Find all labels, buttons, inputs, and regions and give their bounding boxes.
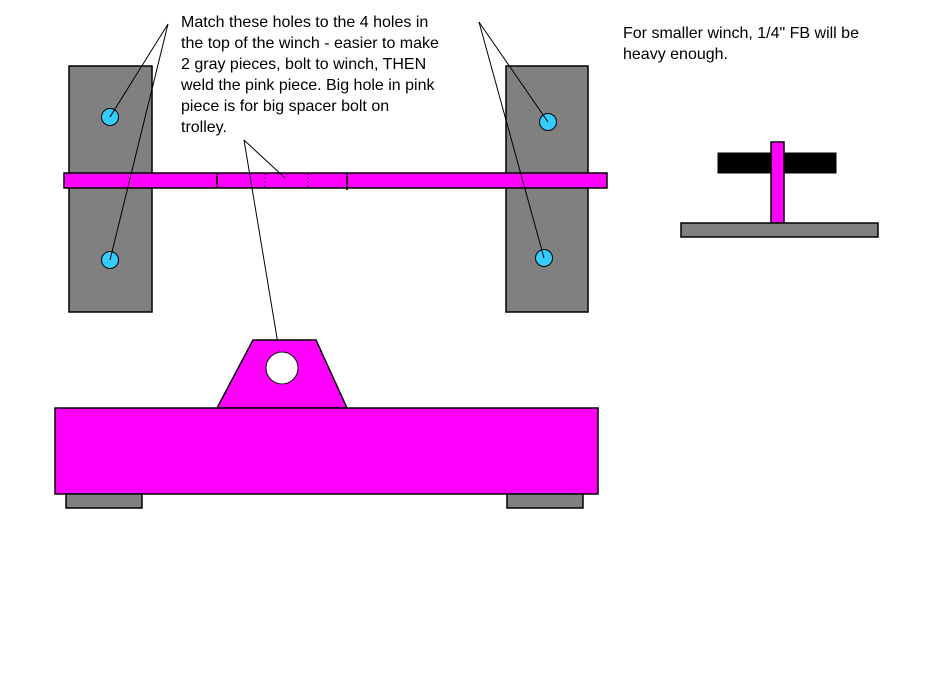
smaller-winch-note: For smaller winch, 1/4" FB will be heavy… (623, 23, 943, 65)
note-line: 2 gray pieces, bolt to winch, THEN (181, 56, 427, 73)
pink-stem (770, 141, 785, 224)
note-line: trolley. (181, 119, 227, 136)
note-line: piece is for big spacer bolt on (181, 98, 390, 115)
left-gray-foot (65, 493, 143, 509)
main-instruction-note: Match these holes to the 4 holes in the … (181, 12, 501, 138)
pink-cross-bar (63, 172, 608, 189)
note-line: the top of the winch - easier to make (181, 35, 439, 52)
pink-base-block (54, 407, 599, 495)
right-gray-foot (506, 493, 584, 509)
leader-line (243, 139, 286, 179)
note-line: For smaller winch, 1/4" FB will be (623, 25, 859, 42)
leader-line (109, 23, 169, 261)
gray-base-plate (680, 222, 879, 238)
right-gray-plate (505, 65, 589, 313)
leader-line (243, 139, 283, 369)
leader-line (109, 23, 169, 118)
note-line: Match these holes to the 4 holes in (181, 14, 429, 31)
note-line: weld the pink piece. Big hole in pink (181, 77, 435, 94)
big-spacer-hole (265, 351, 299, 385)
note-line: heavy enough. (623, 46, 728, 63)
left-gray-plate (68, 65, 153, 313)
leader-line (478, 21, 545, 259)
leader-line (478, 21, 549, 123)
